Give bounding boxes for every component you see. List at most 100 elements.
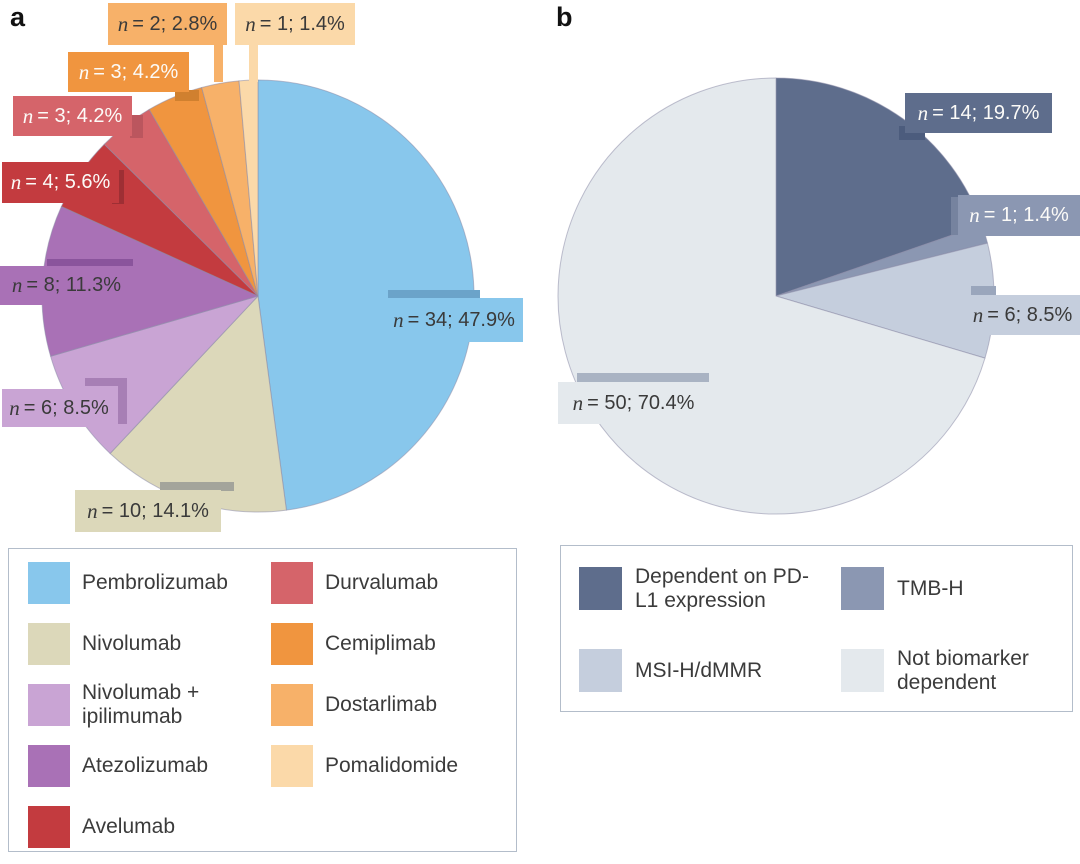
callout-connector-not-biomarker (577, 373, 708, 383)
callout-connector-durvalumab (130, 115, 143, 138)
callout-value: = 6; 8.5% (987, 303, 1073, 326)
callout-msi-h-dmmr: n = 6; 8.5% (965, 295, 1080, 335)
swatch-pembrolizumab (28, 562, 70, 604)
callout-connector-nivolumab (160, 482, 234, 491)
legend-item-atezolizumab: Atezolizumab (28, 745, 250, 787)
legend-biomarkers: Dependent on PD-L1 expression MSI-H/dMMR… (560, 545, 1073, 712)
legend-column: Durvalumab Cemiplimab Dostarlimab Pomali… (271, 562, 493, 787)
swatch-pomalidomide (271, 745, 313, 787)
legend-label: Nivolumab + ipilimumab (82, 681, 200, 728)
callout-value: = 6; 8.5% (23, 396, 109, 419)
callout-value: = 1; 1.4% (259, 12, 345, 35)
legend-label: Durvalumab (325, 571, 439, 595)
callout-n-symbol: n (9, 395, 20, 420)
callout-n-symbol: n (78, 59, 90, 84)
swatch-tmb-h (841, 567, 884, 610)
callout-tmb-h: n = 1; 1.4% (958, 195, 1080, 236)
swatch-atezolizumab (28, 745, 70, 787)
callout-connector-atezolizumab (47, 259, 133, 267)
legend-item-dostarlimab: Dostarlimab (271, 684, 493, 726)
legend-item-avelumab: Avelumab (28, 806, 250, 848)
callout-pembrolizumab: n = 34; 47.9% (385, 298, 523, 342)
legend-item-pd-l1: Dependent on PD-L1 expression (579, 564, 817, 612)
callout-value: = 10; 14.1% (101, 499, 209, 522)
legend-label: TMB-H (897, 576, 964, 600)
swatch-not-biomarker (841, 649, 884, 692)
callout-connector-nivolumab-ipilimumab (85, 378, 127, 386)
callout-n-symbol: n (22, 103, 34, 128)
legend-label: Dependent on PD-L1 expression (635, 564, 809, 612)
swatch-dostarlimab (271, 684, 313, 726)
legend-label: Cemiplimab (325, 632, 436, 656)
callout-n-symbol: n (117, 11, 129, 36)
callout-value: = 34; 47.9% (407, 308, 515, 331)
legend-label: Dostarlimab (325, 693, 438, 717)
callout-value: = 14; 19.7% (932, 101, 1040, 124)
callout-connector-dostarlimab (214, 44, 223, 82)
pie-slice-pembrolizumab (257, 79, 475, 511)
callout-avelumab: n = 4; 5.6% (2, 162, 119, 203)
callout-value: = 50; 70.4% (587, 391, 695, 414)
legend-column: Dependent on PD-L1 expression MSI-H/dMMR (579, 564, 817, 692)
callout-n-symbol: n (11, 273, 23, 297)
swatch-nivolumab (28, 623, 70, 665)
legend-column: TMB-H Not biomarker dependent (841, 567, 1079, 694)
callout-atezolizumab: n = 8; 11.3% (0, 266, 133, 305)
callout-value: = 3; 4.2% (93, 60, 179, 83)
legend-label: Not biomarker dependent (897, 646, 1029, 694)
callout-cemiplimab: n = 3; 4.2% (68, 52, 189, 92)
callout-value: = 8; 11.3% (26, 274, 122, 296)
callout-n-symbol: n (245, 11, 256, 36)
callout-n-symbol: n (969, 203, 980, 227)
pie-chart-biomarker-dependence (557, 77, 995, 515)
callout-nivolumab-ipilimumab: n = 6; 8.5% (2, 389, 116, 427)
swatch-msi-h-dmmr (579, 649, 622, 692)
callout-connector-pomalidomide (249, 44, 258, 82)
legend-drugs: Pembrolizumab Nivolumab Nivolumab + ipil… (8, 548, 517, 852)
callout-connector-msi-h-dmmr (971, 286, 996, 297)
callout-value: = 4; 5.6% (25, 171, 111, 193)
legend-item-pembrolizumab: Pembrolizumab (28, 562, 250, 604)
callout-pomalidomide: n = 1; 1.4% (235, 3, 355, 45)
swatch-cemiplimab (271, 623, 313, 665)
callout-connector-nivolumab-ipilimumab (118, 378, 127, 424)
legend-item-nivolumab: Nivolumab (28, 623, 250, 665)
callout-durvalumab: n = 3; 4.2% (13, 96, 132, 136)
callout-value: = 2; 2.8% (132, 12, 218, 35)
callout-n-symbol: n (393, 307, 404, 332)
legend-item-not-biomarker: Not biomarker dependent (841, 646, 1079, 694)
legend-item-tmb-h: TMB-H (841, 567, 1079, 610)
callout-not-biomarker: n = 50; 70.4% (558, 382, 709, 424)
callout-value: = 1; 1.4% (983, 204, 1069, 226)
panel-a-label: a (10, 2, 26, 32)
panel-b-label: b (556, 2, 573, 32)
callout-n-symbol: n (10, 170, 22, 194)
legend-item-pomalidomide: Pomalidomide (271, 745, 493, 787)
swatch-pd-l1 (579, 567, 622, 610)
swatch-nivolumab-ipilimumab (28, 684, 70, 726)
legend-label: Pomalidomide (325, 754, 459, 778)
callout-value: = 3; 4.2% (37, 104, 123, 127)
legend-item-nivolumab-ipilimumab: Nivolumab + ipilimumab (28, 681, 250, 728)
legend-item-durvalumab: Durvalumab (271, 562, 493, 604)
swatch-durvalumab (271, 562, 313, 604)
callout-connector-pembrolizumab (388, 290, 480, 299)
callout-n-symbol: n (972, 302, 984, 327)
legend-label: Atezolizumab (82, 754, 209, 778)
legend-item-msi-h-dmmr: MSI-H/dMMR (579, 649, 817, 692)
legend-label: Avelumab (82, 815, 176, 839)
legend-label: Nivolumab (82, 632, 182, 656)
legend-column: Pembrolizumab Nivolumab Nivolumab + ipil… (28, 562, 250, 848)
legend-label: MSI-H/dMMR (635, 658, 763, 682)
callout-connector-tmb-h (951, 197, 959, 235)
callout-pd-l1: n = 14; 19.7% (905, 93, 1052, 133)
callout-n-symbol: n (572, 390, 584, 415)
callout-connector-cemiplimab (175, 90, 199, 101)
callout-dostarlimab: n = 2; 2.8% (108, 3, 227, 45)
callout-n-symbol: n (917, 100, 929, 125)
legend-label: Pembrolizumab (82, 571, 228, 595)
legend-item-cemiplimab: Cemiplimab (271, 623, 493, 665)
callout-n-symbol: n (87, 498, 98, 523)
callout-nivolumab: n = 10; 14.1% (75, 490, 221, 532)
